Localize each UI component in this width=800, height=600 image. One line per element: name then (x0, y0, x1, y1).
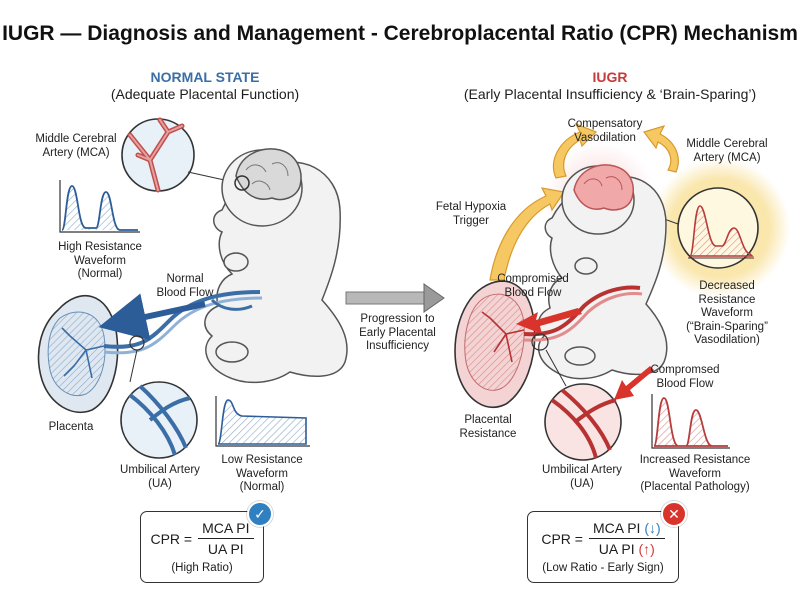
iugr-mca-label-line: Artery (MCA) (693, 151, 761, 164)
hypoxia-label-line: Fetal Hypoxia (435, 201, 507, 213)
normal-ua-waveform-label-line: (Normal) (239, 481, 285, 493)
iugr-cpr-numerator-wrap: MCA PI (↓) (588, 520, 665, 539)
normal-placenta (37, 295, 119, 414)
normal-placenta-label: Placenta (48, 421, 94, 433)
iugr-mca-waveform-label-line: Vasodilation) (694, 334, 760, 346)
iugr-ua-waveform-label: Increased Resistance Waveform (Placental… (630, 454, 760, 495)
normal-mca-waveform-label-line: (Normal) (77, 268, 123, 280)
progression-arrow (345, 283, 445, 313)
normal-heading: NORMAL STATE (150, 69, 260, 85)
vasodilation-label: Compensatory Vasodilation (550, 118, 660, 145)
normal-flow-label: Normal Blood Flow (140, 273, 230, 300)
normal-heading-block: NORMAL STATE (Adequate Placental Functio… (60, 69, 350, 103)
normal-mca-waveform-label: High Resistance Waveform (Normal) (40, 241, 160, 282)
normal-mca-waveform-label-line: High Resistance (58, 241, 142, 253)
progression-label-line: Progression to (360, 313, 435, 325)
iugr-ua-label: Umbilical Artery (UA) (522, 464, 642, 491)
iugr-ua-waveform-label-line: Waveform (669, 467, 721, 480)
placental-resistance-label-line: Resistance (459, 427, 517, 440)
normal-cpr-denominator: UA PI (207, 541, 244, 557)
normal-ua-label-line: (UA) (148, 477, 172, 490)
decrease-arrow-icon: (↓) (644, 520, 661, 536)
normal-mca-label: Middle Cerebral Artery (MCA) (16, 133, 136, 160)
iugr-heading: IUGR (592, 69, 628, 85)
iugr-cpr-box: CPR = MCA PI (↓) UA PI (↑) (Low Ratio - … (527, 511, 679, 583)
normal-mca-waveform (59, 180, 140, 233)
vasodilation-label-line: Vasodilation (574, 131, 636, 144)
iugr-mca-label: Middle Cerebral Artery (MCA) (667, 138, 787, 165)
compromised-flow-label-2: Compromsed Blood Flow (630, 364, 740, 391)
compromised-flow-label: Compromised Blood Flow (478, 273, 588, 300)
normal-fetus (204, 148, 348, 384)
normal-ua-label-line: Umbilical Artery (120, 464, 200, 476)
iugr-ua-zoom (531, 333, 622, 461)
normal-cpr-box: CPR = MCA PI UA PI (High Ratio) (140, 511, 264, 583)
iugr-cpr-denominator: UA PI (598, 541, 635, 557)
normal-subheading: (Adequate Placental Function) (110, 86, 300, 102)
normal-mca-zoom (121, 117, 239, 193)
iugr-mca-waveform-label-line: Resistance (698, 293, 756, 306)
normal-ua-zoom (120, 335, 198, 459)
iugr-ua-waveform (651, 394, 730, 449)
iugr-cpr-numerator: MCA PI (592, 520, 641, 536)
increase-arrow-icon: (↑) (638, 541, 655, 557)
compromised-flow-label-line: Blood Flow (504, 286, 562, 299)
iugr-cpr-note: (Low Ratio - Early Sign) (542, 562, 664, 574)
normal-ua-waveform-label-line: Low Resistance (221, 454, 303, 466)
compromised-flow-arrows (516, 308, 654, 400)
iugr-subheading: (Early Placental Insufficiency & ‘Brain-… (463, 86, 757, 102)
compromised-flow-label-line: Blood Flow (656, 377, 714, 390)
normal-cpr-formula: CPR = MCA PI UA PI (141, 520, 263, 557)
progression-label-line: Early Placental (359, 326, 436, 339)
hypoxia-label-line: Trigger (453, 214, 489, 227)
normal-panel-art (37, 117, 348, 459)
placental-resistance-label: Placental Resistance (443, 414, 533, 441)
normal-umbilical-cord (103, 290, 263, 355)
compromised-flow-label-line: Compromsed (650, 364, 720, 376)
iugr-mca-waveform-label-line: Decreased (699, 280, 755, 292)
normal-ua-waveform-label: Low Resistance Waveform (Normal) (202, 454, 322, 495)
iugr-ua-waveform-label-line: (Placental Pathology) (640, 481, 750, 493)
page-title: IUGR — Diagnosis and Management - Cerebr… (2, 22, 798, 45)
iugr-ua-label-line: (UA) (570, 477, 594, 490)
normal-cpr-note: (High Ratio) (171, 562, 233, 574)
iugr-cpr-lhs: CPR = (541, 530, 583, 547)
normal-cpr-lhs: CPR = (150, 530, 193, 547)
iugr-mca-label-line: Middle Cerebral (686, 138, 768, 150)
normal-mca-waveform-label-line: Waveform (74, 254, 126, 267)
normal-flow-label-line: Blood Flow (156, 286, 214, 299)
iugr-cpr-fraction: MCA PI (↓) UA PI (↑) (588, 520, 665, 557)
normal-ua-label: Umbilical Artery (UA) (100, 464, 220, 491)
hypoxia-label: Fetal Hypoxia Trigger (426, 201, 516, 228)
normal-mca-label-line: Middle Cerebral (35, 133, 117, 145)
normal-cpr-numerator: MCA PI (198, 520, 254, 539)
normal-cpr-fraction: MCA PI UA PI (198, 520, 254, 557)
progression-label-line: Insufficiency (365, 340, 430, 352)
normal-ua-waveform (215, 396, 310, 447)
normal-ua-waveform-label-line: Waveform (236, 467, 288, 480)
normal-flow-arrow (98, 293, 206, 341)
placental-resistance-label-line: Placental (464, 414, 512, 426)
normal-mca-label-line: Artery (MCA) (42, 146, 110, 159)
iugr-placenta (454, 280, 536, 409)
iugr-ua-waveform-label-line: Increased Resistance (639, 454, 751, 466)
normal-flow-label-line: Normal (166, 273, 204, 285)
iugr-mca-waveform-label-line: (“Brain-Sparing” (686, 320, 768, 333)
progression-label: Progression to Early Placental Insuffici… (345, 313, 450, 354)
vasodilation-label-line: Compensatory (567, 118, 643, 130)
checkmark-icon: ✓ (247, 501, 273, 527)
iugr-cpr-formula: CPR = MCA PI (↓) UA PI (↑) (528, 520, 678, 557)
iugr-mca-waveform-label-line: Waveform (701, 307, 753, 319)
iugr-mca-waveform (611, 187, 759, 269)
cross-icon: ✕ (661, 501, 687, 527)
compromised-flow-label-line: Compromised (497, 273, 569, 285)
iugr-ua-label-line: Umbilical Artery (542, 464, 622, 476)
iugr-heading-block: IUGR (Early Placental Insufficiency & ‘B… (460, 69, 760, 103)
iugr-cpr-denominator-wrap: UA PI (↑) (595, 539, 659, 557)
iugr-mca-waveform-label: Decreased Resistance Waveform (“Brain-Sp… (672, 280, 782, 348)
iugr-panel-art (454, 122, 790, 461)
